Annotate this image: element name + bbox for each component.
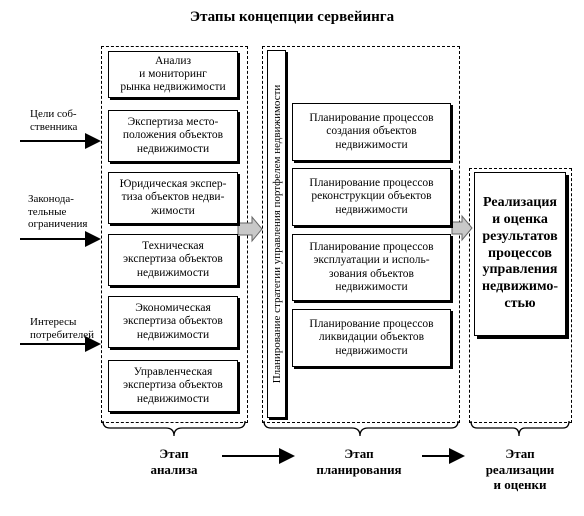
analysis-box-legal: Юридическая экспер- тиза объектов недви-… — [108, 172, 238, 224]
analysis-brace — [102, 420, 246, 437]
planning-box-operation: Планирование процессов эксплуатации и ис… — [292, 234, 451, 301]
analysis-box-market: Анализ и мониторинг рынка недвижимости — [108, 51, 238, 98]
analysis-box-location: Экспертиза место- положения объектов нед… — [108, 110, 238, 162]
analysis-box-management: Управленческая экспертиза объектов недви… — [108, 360, 238, 412]
planning-box-creation: Планирование процессов создания объектов… — [292, 103, 451, 161]
stage-label-planning: Этап планирования — [316, 446, 402, 477]
block-arrow-2 — [451, 214, 473, 242]
block-arrow-1 — [237, 215, 263, 243]
analysis-box-economic: Экономическая экспертиза объектов недвиж… — [108, 296, 238, 348]
planning-box-liquidation: Планирование процессов ликвидации объект… — [292, 309, 451, 367]
planning-brace — [263, 420, 459, 437]
diagram-title: Этапы концепции сервейинга — [189, 9, 395, 25]
implementation-brace — [470, 420, 570, 437]
implementation-stage-frame — [469, 168, 572, 423]
stage-label-analysis: Этап анализа — [150, 446, 198, 477]
planning-box-reconstruction: Планирование процессов реконструкции объ… — [292, 168, 451, 226]
analysis-box-technical: Техническая экспертиза объектов недвижим… — [108, 234, 238, 286]
stage-label-implementation: Этап реализации и оценки — [485, 446, 555, 493]
input-consumer-interests: Интересы потребителей — [30, 316, 94, 341]
input-owner-goals: Цели соб- ственника — [30, 108, 78, 133]
implementation-evaluation-box: Реализация и оценка результатов процессо… — [474, 172, 566, 336]
strategy-planning-box: Планирование стратегии управления портфе… — [267, 50, 286, 418]
input-legal-limits: Законода- тельные ограничения — [28, 193, 88, 231]
